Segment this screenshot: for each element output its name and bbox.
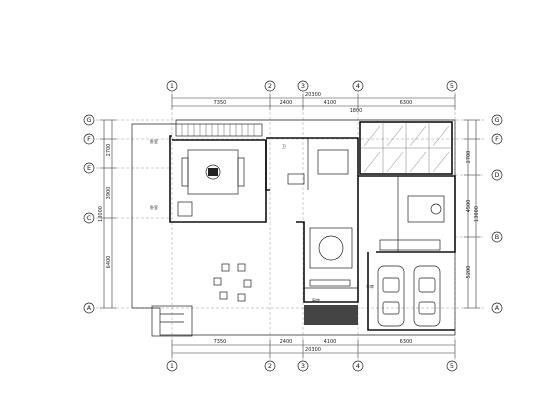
axis-bubbles-top: 1 2 3 4 5 <box>166 80 458 92</box>
stair-treads <box>175 123 263 137</box>
dim-right-2: 4500 <box>466 200 472 213</box>
dim-top-3: 4100 <box>324 100 337 106</box>
dim-right-1: 2700 <box>466 151 472 164</box>
axis-bubbles-right: G F D B A <box>491 114 503 314</box>
label-bath: 卫 <box>282 144 286 149</box>
svg-text:G: G <box>494 116 499 124</box>
dim-top-total: 20300 <box>305 92 321 98</box>
svg-text:A: A <box>87 304 92 312</box>
outdoor-stool <box>221 263 230 272</box>
label-kitchen: 厨房 <box>312 297 320 303</box>
axis-bubble-top-3: 3 <box>297 80 309 92</box>
axis-bubble-top-5: 5 <box>446 80 458 92</box>
dim-top-small: 1800 <box>350 108 363 114</box>
svg-text:1: 1 <box>170 362 174 370</box>
dim-top-1: 7350 <box>214 100 227 106</box>
svg-text:2: 2 <box>268 82 272 90</box>
axis-bubbles-bottom: 1 2 3 4 5 <box>166 360 458 372</box>
axis-bubble-bottom-4: 4 <box>352 360 364 372</box>
dimension-bottom: 7350 2400 4100 6300 20300 <box>171 339 456 358</box>
svg-text:D: D <box>494 171 499 179</box>
axis-bubble-right-F: F <box>491 133 503 145</box>
furniture <box>177 149 445 327</box>
dim-top-4: 6300 <box>400 100 413 106</box>
axis-bubble-bottom-3: 3 <box>297 360 309 372</box>
dim-bottom-total: 20300 <box>305 347 321 353</box>
dining-table <box>309 227 353 269</box>
hall-table <box>317 149 349 175</box>
grid-lines <box>96 92 484 362</box>
axis-bubble-bottom-2: 2 <box>264 360 276 372</box>
svg-text:3: 3 <box>301 362 305 370</box>
car-left <box>377 265 405 327</box>
dimension-left: 2700 3900 6400 13000 <box>98 119 116 309</box>
svg-text:5: 5 <box>450 362 454 370</box>
axis-bubble-left-C: C <box>83 212 95 224</box>
svg-text:4: 4 <box>356 82 360 90</box>
sofa <box>407 195 445 223</box>
axis-bubble-top-2: 2 <box>264 80 276 92</box>
svg-text:B: B <box>495 233 499 241</box>
axis-bubble-top-1: 1 <box>166 80 178 92</box>
axis-bubble-bottom-5: 5 <box>446 360 458 372</box>
axis-bubble-bottom-1: 1 <box>166 360 178 372</box>
label-room-a: 卧室 <box>150 138 158 144</box>
axis-bubble-right-D: D <box>491 169 503 181</box>
armchair <box>177 201 193 217</box>
planter <box>379 239 441 251</box>
dim-left-1: 2700 <box>106 144 112 157</box>
axis-bubble-right-G: G <box>491 114 503 126</box>
svg-text:F: F <box>87 135 91 143</box>
axis-bubble-left-G: G <box>83 114 95 126</box>
atrium-hatch <box>360 122 452 174</box>
label-room-b: 卧室 <box>150 204 158 210</box>
dimension-right: 2700 4500 5200 13000 <box>464 119 480 309</box>
axis-bubble-top-4: 4 <box>352 80 364 92</box>
label-garage: 车库 <box>366 283 374 289</box>
dim-bottom-3: 4100 <box>324 339 337 345</box>
car-right <box>413 265 441 327</box>
dim-top-2: 2400 <box>280 100 293 106</box>
axis-bubble-left-E: E <box>83 162 95 174</box>
kitchen-hatch <box>304 305 358 325</box>
entrance-steps <box>151 305 193 337</box>
dim-bottom-1: 7350 <box>214 339 227 345</box>
svg-text:G: G <box>86 116 91 124</box>
axis-bubble-left-F: F <box>83 133 95 145</box>
building-walls <box>151 121 456 337</box>
svg-text:A: A <box>495 304 500 312</box>
axis-bubble-right-B: B <box>491 231 503 243</box>
axis-bubbles-left: G F E C A <box>83 114 95 314</box>
desk <box>287 173 305 185</box>
svg-text:E: E <box>87 164 91 172</box>
axis-bubble-right-A: A <box>491 302 503 314</box>
svg-text:2: 2 <box>268 362 272 370</box>
svg-text:3: 3 <box>301 82 305 90</box>
svg-text:C: C <box>87 214 92 222</box>
svg-text:1: 1 <box>170 82 174 90</box>
svg-text:F: F <box>495 135 499 143</box>
axis-bubble-left-A: A <box>83 302 95 314</box>
dim-left-total: 13000 <box>98 206 104 222</box>
svg-text:5: 5 <box>450 82 454 90</box>
site-boundary <box>131 119 456 336</box>
stair-hatch <box>181 124 255 136</box>
dim-right-3: 5200 <box>466 266 472 279</box>
svg-text:4: 4 <box>356 362 360 370</box>
dim-left-3: 6400 <box>106 256 112 269</box>
dim-left-2: 3900 <box>106 187 112 200</box>
dimension-top: 7350 2400 4100 6300 20300 1800 <box>171 92 456 114</box>
dim-bottom-2: 2400 <box>280 339 293 345</box>
dim-bottom-4: 6300 <box>400 339 413 345</box>
dim-right-total: 13000 <box>474 206 480 222</box>
